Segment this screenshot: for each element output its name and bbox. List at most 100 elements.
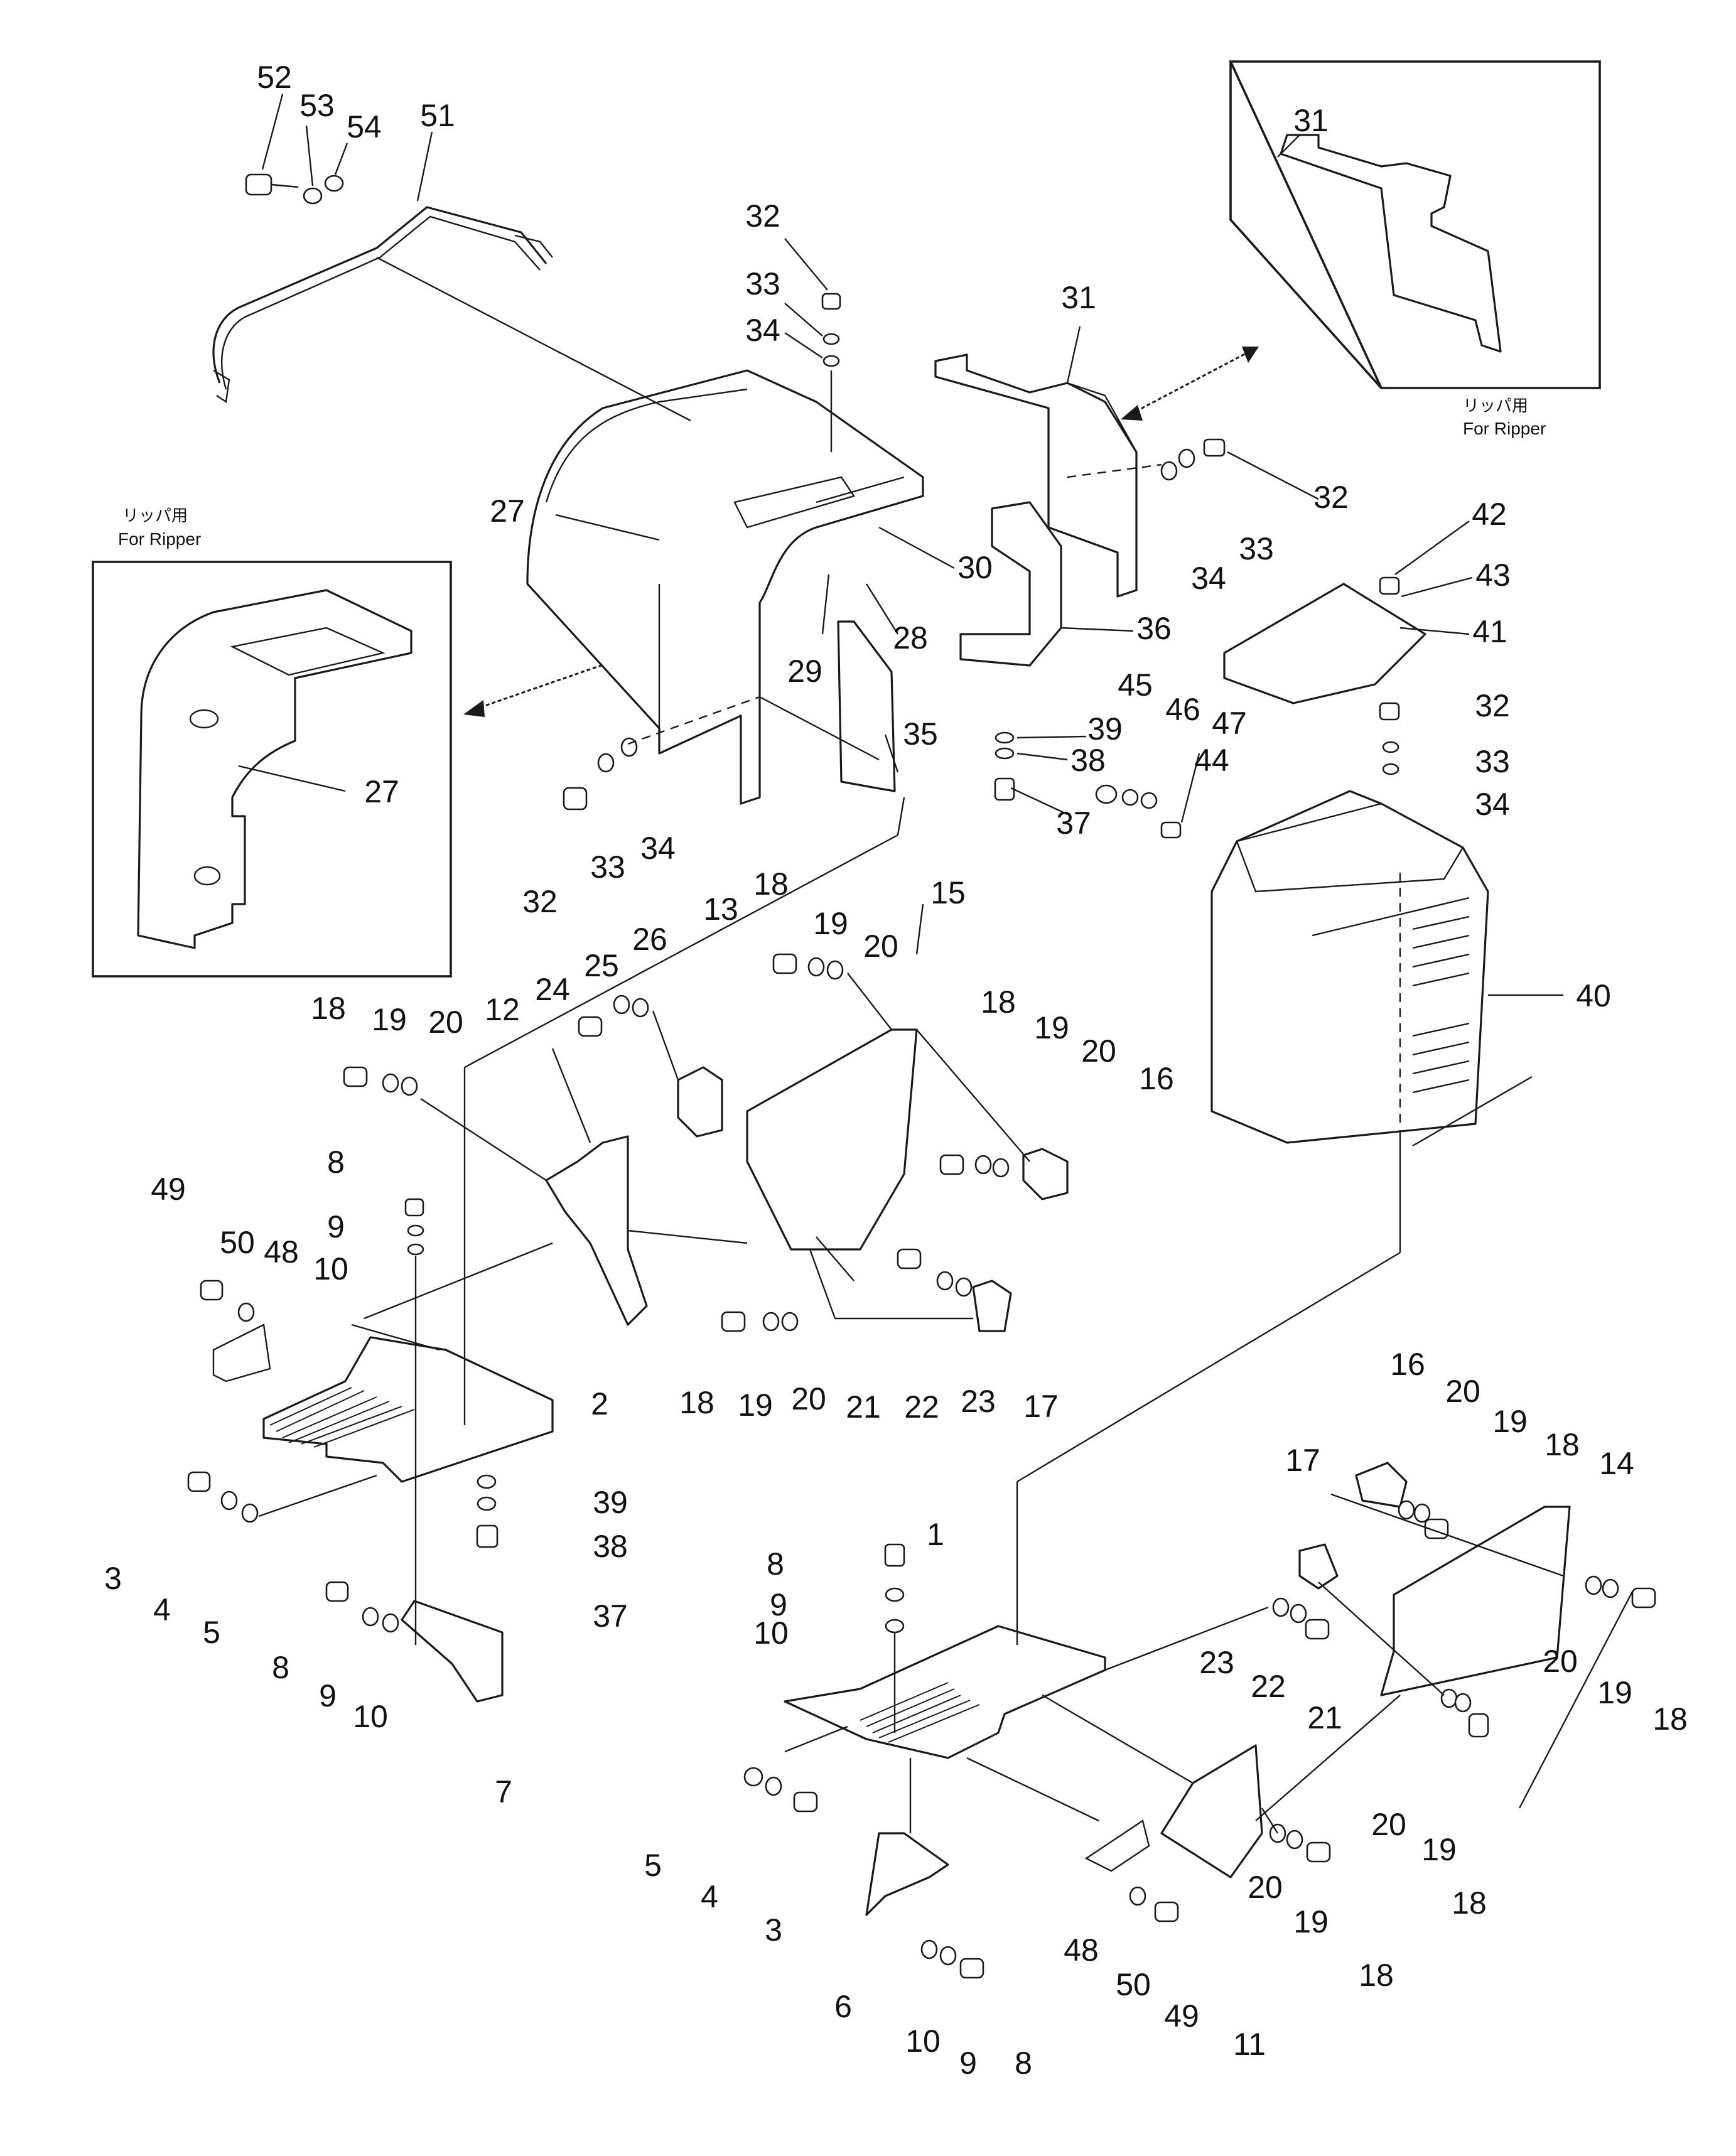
callout-51: 51 (420, 98, 455, 133)
callout-34-right: 34 (1191, 561, 1226, 596)
callout-18-h: 18 (1359, 1958, 1394, 1993)
panel-part-14 (1380, 1506, 1571, 1696)
callout-50-b: 50 (1116, 1967, 1151, 2002)
callout-20-b: 20 (863, 929, 898, 964)
bracket-part-6 (865, 1832, 949, 1916)
callout-14: 14 (1599, 1446, 1634, 1481)
callout-3-a: 3 (104, 1561, 122, 1596)
callout-19-g: 19 (1421, 1832, 1457, 1867)
inset-left-caption-en: For Ripper (118, 529, 201, 549)
side-cover-part-27 (526, 369, 924, 805)
callout-18-g: 18 (1452, 1885, 1487, 1921)
callout-33-rightlow: 33 (1475, 744, 1510, 779)
callout-9-c: 9 (770, 1587, 787, 1622)
cover-part-11 (1160, 1744, 1263, 1878)
callout-36: 36 (1136, 611, 1172, 646)
callout-32-rightlow: 32 (1475, 688, 1510, 723)
callout-13: 13 (703, 892, 738, 927)
callout-39-mid: 39 (1087, 711, 1123, 747)
callout-6: 6 (834, 1989, 852, 2024)
callout-16-b: 16 (1390, 1347, 1425, 1382)
callout-34-rightlow: 34 (1475, 787, 1510, 822)
callout-20-d: 20 (791, 1381, 826, 1416)
inset-right-bracket-part (1280, 134, 1502, 353)
inset-left-cover-part (137, 589, 412, 949)
callout-20-a: 20 (428, 1005, 463, 1040)
callout-10-d: 10 (905, 2024, 941, 2059)
callout-47: 47 (1212, 706, 1247, 741)
callout-42: 42 (1472, 497, 1507, 532)
callout-16-a: 16 (1139, 1061, 1174, 1096)
callout-18-f: 18 (1652, 1701, 1688, 1737)
callout-37-low: 37 (593, 1598, 628, 1634)
callout-8-d: 8 (1015, 2046, 1032, 2081)
callout-3-b: 3 (765, 1912, 782, 1948)
callout-34-left: 34 (640, 831, 676, 866)
callout-19-f: 19 (1597, 1675, 1632, 1710)
callout-5-a: 5 (203, 1615, 220, 1650)
callout-19-d: 19 (738, 1388, 773, 1423)
callout-33-left: 33 (590, 849, 625, 885)
callout-4-b: 4 (701, 1879, 718, 1914)
callout-18-a: 18 (311, 991, 346, 1026)
callout-17-a: 17 (1023, 1389, 1059, 1424)
grab-handle-part-48-lower (1084, 1819, 1150, 1872)
callout-8-b: 8 (272, 1650, 289, 1685)
callout-10-b: 10 (353, 1699, 388, 1734)
callout-23-b: 23 (1199, 1645, 1234, 1680)
callout-49-b: 49 (1164, 1998, 1199, 2034)
callout-10-a: 10 (313, 1251, 348, 1286)
callout-7: 7 (495, 1774, 512, 1809)
callout-32-right: 32 (1313, 480, 1349, 515)
callout-21-b: 21 (1307, 1700, 1342, 1735)
callout-4-a: 4 (153, 1592, 171, 1627)
callout-38-mid: 38 (1070, 743, 1106, 778)
callout-33-top: 33 (745, 266, 780, 301)
grab-handle-part-48-upper (212, 1323, 271, 1383)
callout-48-a: 48 (264, 1234, 299, 1269)
callout-22-b: 22 (1251, 1669, 1286, 1704)
bracket-part-7 (401, 1600, 504, 1703)
callout-20-g: 20 (1371, 1807, 1406, 1842)
callout-49-a: 49 (151, 1172, 186, 1207)
callout-27-inset: 27 (364, 774, 399, 809)
bracket-part-17-lower (1298, 1543, 1339, 1590)
callout-18-d: 18 (679, 1385, 714, 1420)
inset-right-arrow (1121, 347, 1259, 421)
callout-34-top: 34 (745, 313, 780, 348)
callout-41: 41 (1472, 614, 1507, 649)
callout-9-b: 9 (319, 1678, 337, 1713)
callout-21-a: 21 (846, 1389, 881, 1425)
ripper-inset-left: リッパ用 For Ripper (92, 507, 452, 978)
callout-31-inset: 31 (1293, 103, 1329, 138)
callout-38-low: 38 (593, 1529, 628, 1564)
handrail-part-51 (212, 206, 553, 404)
cover-part-12 (545, 1135, 648, 1326)
callout-23-a: 23 (961, 1384, 996, 1419)
inset-left-caption-jp: リッパ用 (122, 507, 188, 526)
callout-33-right: 33 (1239, 531, 1274, 566)
callout-37-mid: 37 (1056, 806, 1091, 841)
callout-27: 27 (490, 493, 525, 529)
callout-25: 25 (584, 948, 619, 983)
assembly-lines (258, 256, 1564, 1834)
callout-32-top: 32 (745, 198, 780, 234)
floor-plate-part-1 (784, 1625, 1106, 1759)
callout-30: 30 (957, 550, 993, 585)
callout-11: 11 (1233, 2027, 1266, 2062)
callout-labels: 52 53 54 51 32 33 34 31 31 32 34 33 27 3… (104, 60, 1688, 2081)
callout-48-b: 48 (1064, 1932, 1099, 1968)
bracket-part-16-upper (1022, 1148, 1069, 1200)
callout-18-e: 18 (1545, 1427, 1580, 1462)
callout-28: 28 (893, 620, 928, 655)
callout-45: 45 (1118, 667, 1153, 703)
callout-46: 46 (1165, 692, 1200, 727)
callout-9-d: 9 (959, 2046, 977, 2081)
ripper-inset-right: リッパ用 For Ripper (1229, 60, 1601, 438)
callout-2: 2 (591, 1386, 608, 1421)
bracket-part-16-lower (1355, 1462, 1408, 1508)
callout-20-h: 20 (1248, 1870, 1283, 1905)
callout-19-e: 19 (1492, 1404, 1528, 1439)
callout-54: 54 (347, 109, 382, 144)
